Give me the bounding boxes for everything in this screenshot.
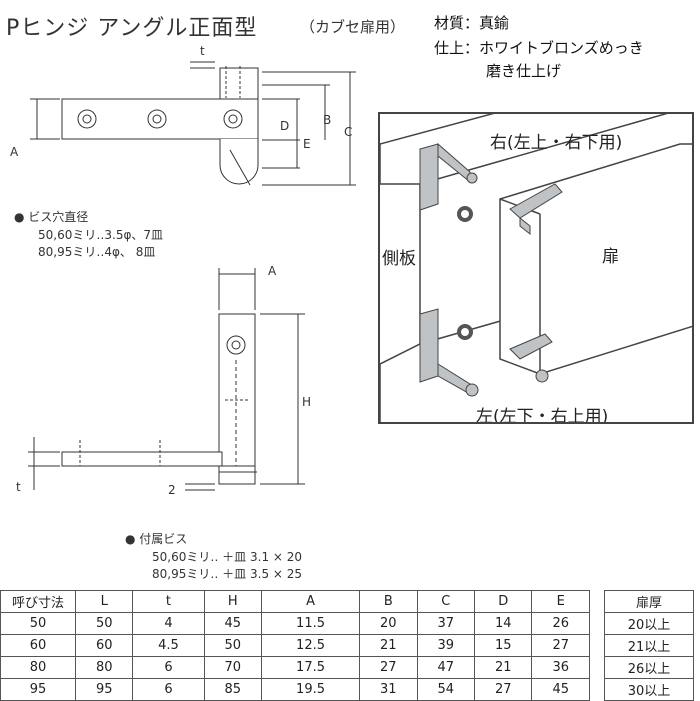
dim-label-a-side: A [268, 264, 277, 278]
table-cell: 15 [474, 634, 533, 657]
dim-label-t-side: t [16, 480, 21, 494]
table-cell: 27 [359, 656, 418, 679]
table-row: 30以上 [604, 678, 694, 701]
left-hinge-label: 左(左下・右上用) [476, 407, 609, 424]
hinge-top-right [509, 183, 563, 219]
table-cell: 47 [416, 656, 476, 679]
screw-hole-3 [223, 109, 243, 129]
table-row: 80 80 6 70 17.5 27 47 21 36 [0, 656, 590, 679]
dim-label-b: B [323, 113, 331, 127]
table-row: 60 60 4.5 50 12.5 21 39 15 27 [0, 634, 590, 657]
table-cell: 45 [531, 678, 590, 701]
header-cell: H [203, 590, 262, 613]
table-cell: 85 [203, 678, 262, 701]
table-cell: 12.5 [260, 634, 361, 657]
header-cell: B [359, 590, 418, 613]
dim-label-e: E [303, 137, 311, 151]
door-thickness-cell: 30以上 [604, 678, 694, 701]
table-cell: 21 [474, 656, 533, 679]
top-view-drawing: t A B C D E [10, 44, 356, 186]
table-row: 50 50 4 45 11.5 20 37 14 26 [0, 612, 590, 635]
header-cell: L [74, 590, 134, 613]
screws-note-line: 50,60ミリ‥ ＋皿 3.1 × 20 [152, 550, 303, 564]
table-cell: 14 [474, 612, 533, 635]
table-cell: 60 [0, 634, 76, 657]
screw-hole-2 [147, 109, 167, 129]
table-cell: 80 [0, 656, 76, 679]
table-cell: 27 [474, 678, 533, 701]
page-title: Pヒンジ アングル正面型 [6, 16, 258, 41]
dim-label-c: C [344, 125, 352, 139]
table-cell: 36 [531, 656, 590, 679]
table-cell: 50 [203, 634, 262, 657]
table-row: 95 95 6 85 19.5 31 54 27 45 [0, 678, 590, 701]
door-thickness-table: 扉厚 20以上 21以上 26以上 30以上 [604, 590, 694, 701]
table-cell: 6 [132, 678, 205, 701]
material-spec: 材質：真鍮 [434, 14, 510, 32]
installation-illustration: 右(左上・右下用) 側板 扉 左(左下・右上用) [378, 112, 694, 424]
table-cell: 50 [0, 612, 76, 635]
header-cell: 呼び寸法 [0, 590, 76, 613]
table-cell: 6 [132, 656, 205, 679]
door-thickness-cell: 20以上 [604, 612, 694, 635]
table-cell: 60 [74, 634, 134, 657]
dim-label-h: H [302, 395, 311, 409]
table-header-row: 呼び寸法 L t H A B C D E [0, 590, 590, 613]
hinge-top-left [419, 143, 439, 211]
table-cell: 80 [74, 656, 134, 679]
hinge-bottom-left [419, 308, 439, 383]
table-header-row: 扉厚 [604, 590, 694, 613]
door-thickness-header: 扉厚 [604, 590, 694, 613]
dim-label-t-top: t [200, 44, 205, 58]
screw-hole-note-title: ● ビス穴直径 [14, 210, 89, 224]
table-cell: 54 [416, 678, 476, 701]
finish-spec-2: 磨き仕上げ [486, 62, 562, 80]
header-cell: E [531, 590, 590, 613]
table-cell: 70 [203, 656, 262, 679]
screw-hole-note-line: 80,95ミリ‥4φ、 8皿 [38, 245, 156, 259]
table-cell: 31 [359, 678, 418, 701]
table-cell: 45 [203, 612, 262, 635]
header-cell: t [132, 590, 205, 613]
table-cell: 21 [359, 634, 418, 657]
screws-note-title: ● 付属ビス [125, 532, 188, 546]
header-cell: D [474, 590, 533, 613]
table-row: 21以上 [604, 634, 694, 657]
side-view-drawing: A H t 2 [16, 264, 311, 497]
header-cell: C [416, 590, 476, 613]
table-cell: 20 [359, 612, 418, 635]
dim-label-a-top: A [10, 145, 19, 159]
hinge-bottom-right [509, 333, 553, 360]
dimensions-table: 呼び寸法 L t H A B C D E 50 50 4 45 11.5 20 … [0, 590, 590, 701]
door-label: 扉 [602, 247, 619, 267]
side-board-label: 側板 [382, 249, 416, 269]
table-cell: 4 [132, 612, 205, 635]
table-cell: 26 [531, 612, 590, 635]
table-cell: 27 [531, 634, 590, 657]
door-thickness-cell: 26以上 [604, 656, 694, 679]
table-row: 26以上 [604, 656, 694, 679]
screw-hole-note-line: 50,60ミリ‥3.5φ、7皿 [38, 228, 163, 242]
table-cell: 95 [0, 678, 76, 701]
hinge-plate-outline [61, 98, 259, 140]
table-cell: 37 [416, 612, 476, 635]
dim-label-d: D [280, 119, 289, 133]
screw-hole-1 [77, 109, 97, 129]
table-cell: 50 [74, 612, 134, 635]
door-thickness-cell: 21以上 [604, 634, 694, 657]
screws-note-line: 80,95ミリ‥ ＋皿 3.5 × 25 [152, 567, 303, 581]
dim-label-2: 2 [168, 483, 176, 497]
table-cell: 95 [74, 678, 134, 701]
page-subtitle: （カブセ扉用） [300, 18, 406, 36]
table-cell: 4.5 [132, 634, 205, 657]
table-cell: 39 [416, 634, 476, 657]
finish-spec: 仕上：ホワイトブロンズめっき [434, 39, 644, 57]
table-cell: 19.5 [260, 678, 361, 701]
right-hinge-label: 右(左上・右下用) [490, 133, 623, 153]
table-cell: 17.5 [260, 656, 361, 679]
table-cell: 11.5 [260, 612, 361, 635]
header-cell: A [260, 590, 361, 613]
table-row: 20以上 [604, 612, 694, 635]
